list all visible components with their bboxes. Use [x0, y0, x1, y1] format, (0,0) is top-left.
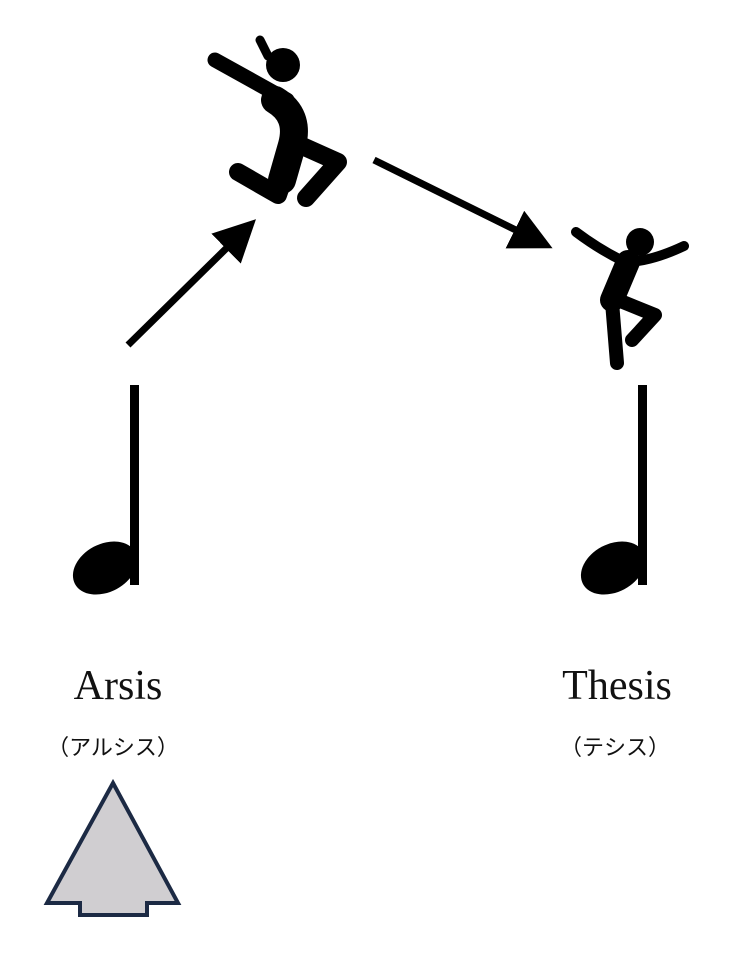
thesis-label: Thesis [562, 663, 672, 709]
jumping-figure-high-icon [207, 35, 347, 207]
quarter-note-left-icon [72, 385, 139, 595]
thesis-subtitle: （テシス） [559, 736, 670, 761]
arrow-down-right [372, 156, 553, 249]
up-block-arrow-icon [43, 778, 182, 917]
arsis-label: Arsis [73, 663, 163, 709]
quarter-note-right-icon [580, 385, 647, 595]
jumping-figure-low-icon [571, 227, 689, 370]
arsis-subtitle: （アルシス） [47, 736, 179, 761]
arrow-up-right [125, 219, 256, 348]
